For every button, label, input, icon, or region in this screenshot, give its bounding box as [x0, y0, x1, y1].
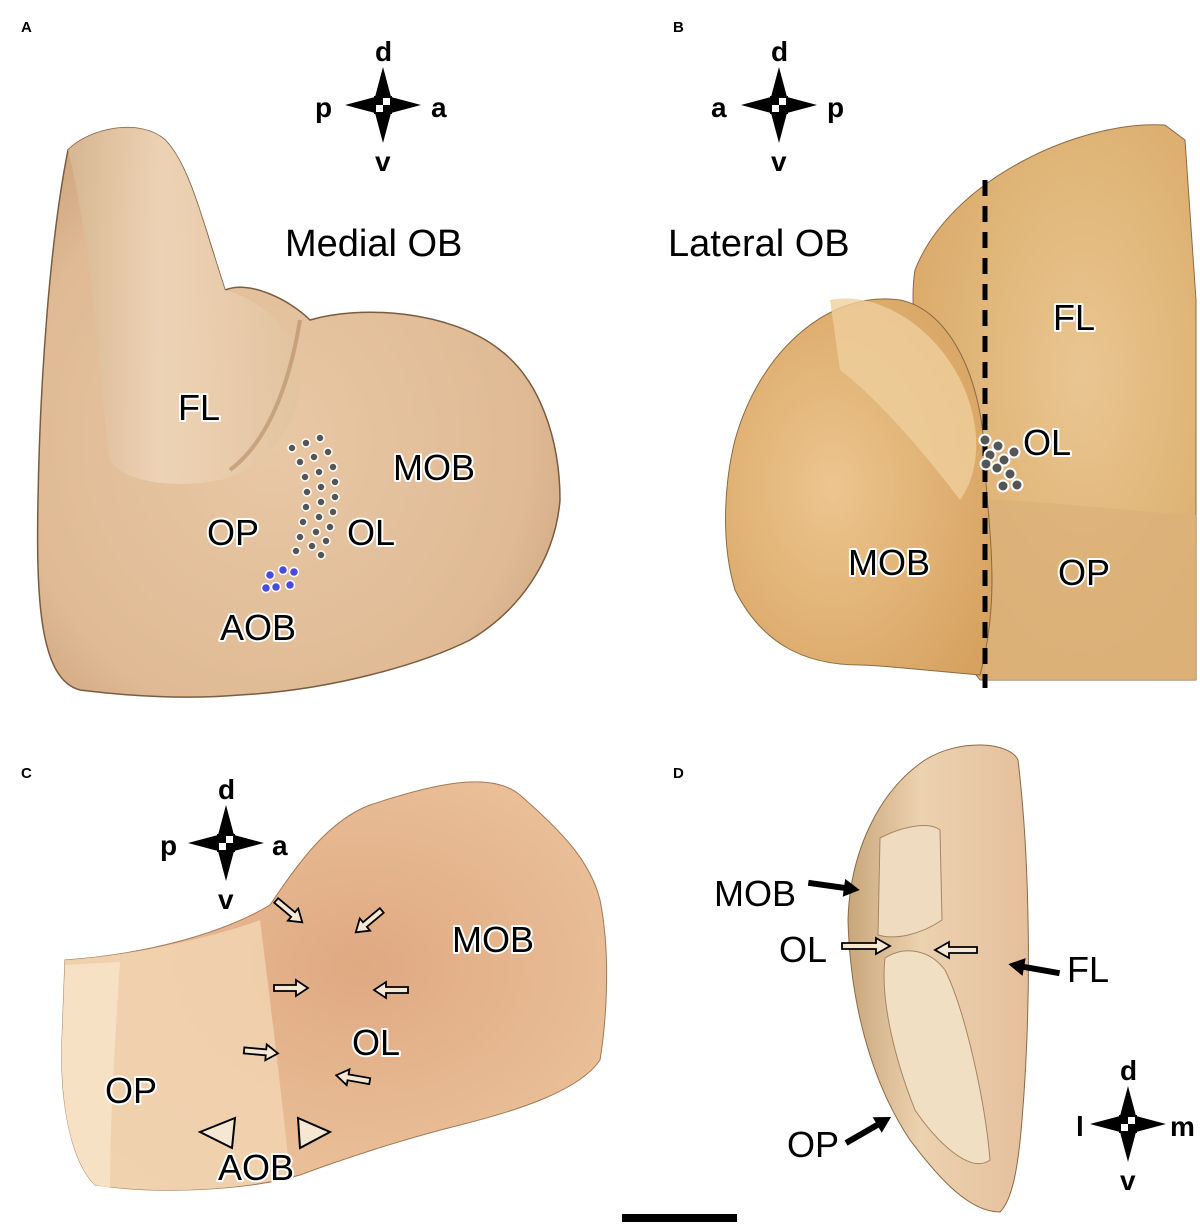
panel-c-compass-right: a [272, 830, 288, 861]
panel-a-fl-lobe [68, 127, 300, 484]
panel-a-aob-dots [260, 564, 300, 594]
panel-b: B Lateral OB FL OL MOB OP d v a p [668, 19, 1197, 688]
panel-d-label-ol: OL [779, 929, 827, 970]
panel-c-label-aob: AOB [218, 1147, 294, 1188]
scale-bar [622, 1214, 737, 1222]
panel-a-label-op: OP [207, 512, 259, 553]
panel-c-op-edge [61, 962, 120, 1188]
panel-c-compass-left: p [160, 830, 177, 861]
panel-a-compass: d v p a [315, 36, 447, 177]
panel-b-label-mob: MOB [848, 542, 930, 583]
panel-a-fold-shadow [228, 319, 302, 472]
panel-a-letter: A [21, 19, 32, 36]
panel-d-letter: D [673, 765, 684, 782]
panel-d-compass-left: l [1076, 1111, 1084, 1142]
panel-b-ol-dots [978, 433, 1024, 493]
panel-c-compass-top: d [218, 774, 235, 805]
panel-c-letter: C [21, 765, 32, 782]
panel-b-compass-left: a [711, 92, 727, 123]
panel-d-mob-block [877, 825, 943, 938]
panel-c-label-ol: OL [352, 1022, 400, 1063]
panel-c-compass-bottom: v [218, 884, 234, 915]
panel-a-compass-bottom: v [375, 146, 391, 177]
panel-d-label-fl: FL [1067, 949, 1109, 990]
panel-a-compass-right: a [431, 92, 447, 123]
panel-d-label-mob: MOB [714, 873, 796, 914]
panel-b-title: Lateral OB [668, 223, 850, 265]
panel-b-label-op: OP [1058, 552, 1110, 593]
panel-d-solid-arrows [807, 878, 1061, 1146]
panel-b-label-fl: FL [1053, 297, 1095, 338]
panel-c-label-mob: MOB [452, 919, 534, 960]
panel-d-outline-arrows [841, 936, 978, 960]
panel-a: A Medial OB FL MOB OP OL AOB [21, 19, 561, 698]
panel-c-label-op: OP [105, 1070, 157, 1111]
panel-b-label-ol: OL [1023, 422, 1071, 463]
panel-d-compass-right: m [1170, 1111, 1195, 1142]
panel-c-compass: d v p a [160, 774, 288, 915]
panel-a-label-fl: FL [178, 387, 220, 428]
panel-c-arrows [242, 896, 409, 1087]
panel-a-label-mob: MOB [393, 447, 475, 488]
panel-b-compass-bottom: v [771, 146, 787, 177]
panel-b-letter: B [673, 19, 684, 36]
panel-d-op-block [883, 950, 991, 1165]
panel-b-compass-top: d [771, 36, 788, 67]
panel-c-arrowheads [197, 1116, 333, 1150]
panel-d: D MOB OL FL OP d v l m [673, 744, 1195, 1213]
panel-a-compass-top: d [375, 36, 392, 67]
panel-d-label-op: OP [787, 1124, 839, 1165]
panel-a-title: Medial OB [285, 223, 462, 265]
panel-d-compass: d v l m [1076, 1055, 1195, 1196]
panel-a-compass-left: p [315, 92, 332, 123]
panel-b-op-region [985, 500, 1196, 680]
panel-b-compass-right: p [827, 92, 844, 123]
panel-d-compass-top: d [1120, 1055, 1137, 1086]
panel-d-compass-bottom: v [1120, 1165, 1136, 1196]
panel-b-compass: d v a p [711, 36, 844, 177]
panel-c: C MOB OL OP AOB d v p a [21, 765, 608, 1191]
panel-a-label-ol: OL [347, 512, 395, 553]
panel-a-label-aob: AOB [220, 607, 296, 648]
panel-b-mob-fold [830, 298, 977, 500]
panel-a-ol-dots [287, 433, 340, 560]
